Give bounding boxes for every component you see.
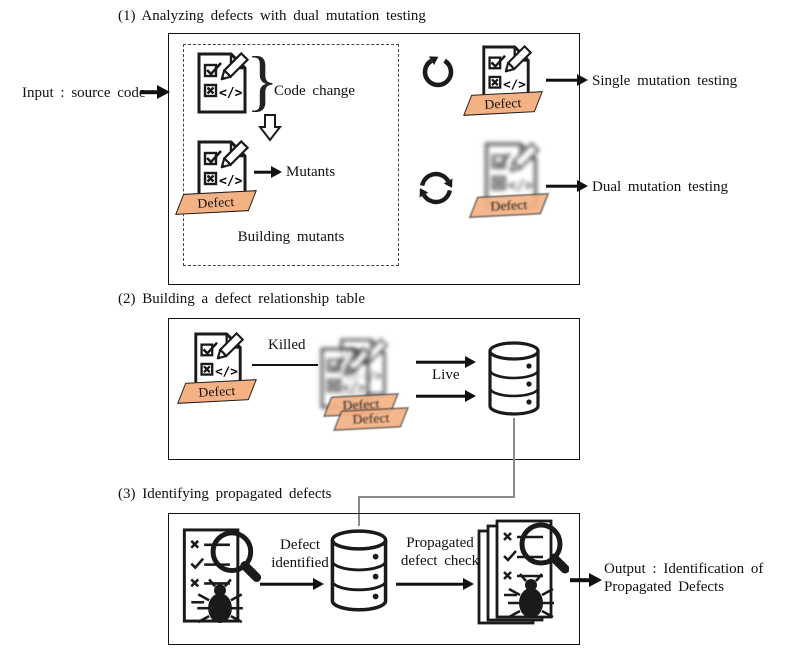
section2-title: (2) Building a defect relationship table — [118, 291, 366, 307]
magnifier-icon — [519, 522, 569, 574]
defect-checklist-icon — [180, 524, 262, 628]
propagated-defect-checklist-stack-icon — [477, 517, 569, 629]
svg-text:</>: </> — [508, 178, 533, 194]
single-output-label: Single mutation testing — [592, 73, 738, 89]
single-mutant-document-icon: </> — [478, 45, 534, 105]
brace: } — [246, 42, 279, 118]
killed-mutant-blurred-group: </> </> Def — [312, 338, 412, 436]
section2-box — [168, 318, 580, 460]
svg-text:</>: </> — [219, 174, 243, 189]
down-block-arrow-icon — [258, 114, 282, 142]
database-icon — [486, 340, 542, 418]
db-connector-vertical-2 — [358, 496, 360, 526]
building-mutants-label: Building mutants — [237, 229, 345, 245]
svg-text:</>: </> — [215, 364, 238, 379]
db-connector-vertical-1 — [513, 418, 515, 498]
mutants-label: Mutants — [286, 164, 336, 180]
mutant-document-icon: </> — [193, 140, 251, 202]
defect-tag: Defect — [463, 91, 543, 116]
bug-icon — [197, 578, 243, 624]
defect-tag: Defect — [333, 407, 409, 431]
database-icon — [328, 524, 390, 618]
section3-title: (3) Identifying propagated defects — [118, 486, 332, 502]
section1-title: (1) Analyzing defects with dual mutation… — [118, 8, 426, 24]
propagated-check-label: Propagated defect check — [400, 535, 480, 569]
defect-tag: Defect — [175, 190, 257, 215]
dual-loop-arrow-icon — [414, 166, 458, 210]
live-arrow-bottom — [416, 388, 476, 404]
section1-box — [168, 33, 580, 285]
svg-text:</>: </> — [342, 381, 366, 396]
code-document-icon: </> — [193, 52, 251, 114]
bug-icon — [508, 573, 554, 619]
pencil-icon — [220, 52, 250, 81]
mutant-document-icon: </> — [190, 332, 246, 392]
output-label: Output : Identification of Propagated De… — [604, 561, 764, 595]
killed-line — [252, 364, 318, 367]
dual-mutant-blurred-group: </> Defect — [469, 142, 554, 226]
single-loop-arrow-icon — [418, 50, 458, 90]
dual-output-arrow — [546, 178, 588, 194]
defect-identified-arrow — [260, 576, 324, 592]
mutants-arrow — [254, 164, 282, 180]
pencil-icon — [220, 140, 250, 169]
live-arrow-top — [416, 354, 476, 370]
pencil-icon — [216, 332, 245, 360]
defect-tag: Defect — [469, 193, 549, 218]
dual-output-label: Dual mutation testing — [592, 179, 728, 195]
checkbox-x-icon — [203, 83, 218, 98]
single-output-arrow — [546, 72, 588, 88]
pencil-icon — [504, 45, 533, 73]
building-mutants-dashed-box — [183, 44, 399, 266]
input-label: Input : source code — [22, 85, 146, 101]
code-glyph: </> — [219, 86, 243, 101]
svg-text:</>: </> — [503, 77, 526, 92]
propagated-check-arrow — [396, 576, 474, 592]
code-change-label: Code change — [274, 83, 355, 99]
blurred-mutant-document-icon: </> — [316, 347, 374, 409]
blurred-mutant-document-icon: </> — [480, 142, 542, 208]
live-label: Live — [432, 367, 460, 383]
defect-identified-label: Defect identified — [271, 537, 329, 571]
db-connector-horizontal — [358, 496, 515, 498]
magnifier-icon — [210, 530, 262, 582]
output-arrow — [570, 572, 602, 588]
pencil-icon — [509, 142, 540, 173]
checkbox-check-icon — [203, 63, 218, 78]
input-arrow — [140, 84, 170, 100]
defect-tag: Defect — [177, 379, 257, 404]
killed-label: Killed — [268, 337, 306, 353]
